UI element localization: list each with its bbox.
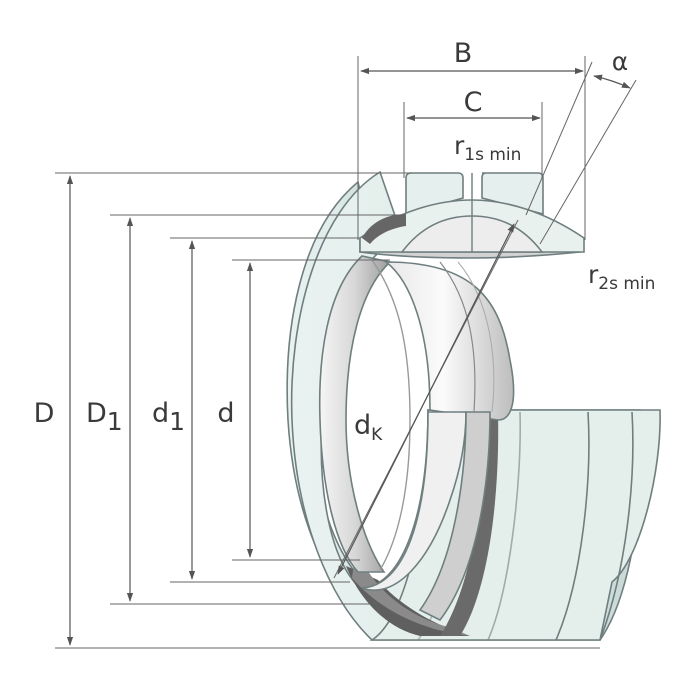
dim-alpha-arc <box>593 74 631 89</box>
label-B: B <box>454 38 473 69</box>
label-r2s-min: r2s min <box>588 260 655 294</box>
dim-dK-line <box>337 223 515 575</box>
label-dK: dK <box>354 410 383 445</box>
label-d: d <box>217 398 234 429</box>
dimension-lines <box>66 67 631 646</box>
label-D: D <box>34 398 55 429</box>
label-d1: d1 <box>152 398 185 436</box>
label-r1s-min: r1s min <box>454 131 521 165</box>
label-alpha: α <box>612 47 628 76</box>
labels: B C α r1s min r2s min D D1 d1 d dK <box>34 38 656 445</box>
label-D1: D1 <box>86 398 123 436</box>
label-C: C <box>464 87 483 118</box>
